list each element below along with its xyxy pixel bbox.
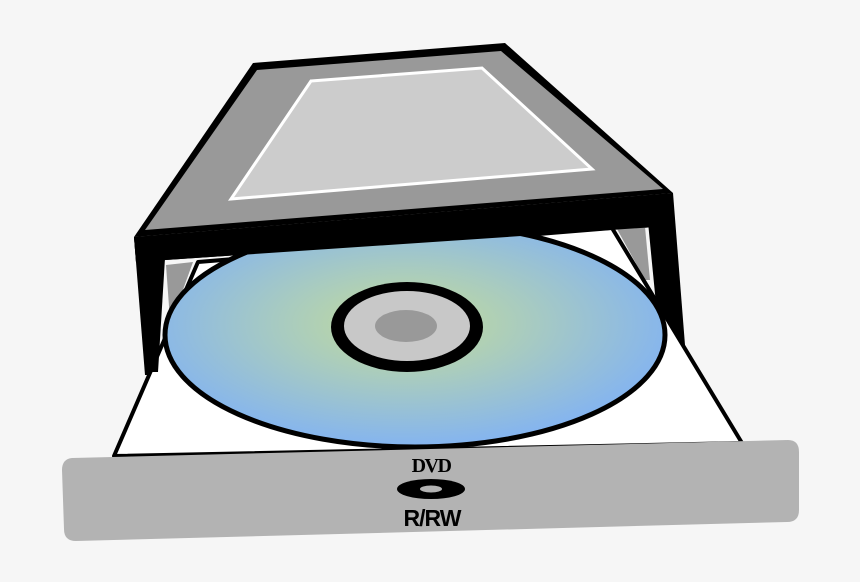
drive-left-leg-overlay xyxy=(136,240,165,372)
drive-top-panel xyxy=(227,66,596,201)
drive-front-bar-overlay xyxy=(134,193,673,262)
drive-right-inner xyxy=(617,227,650,280)
logo-dvd-text: DVD xyxy=(412,455,452,477)
tray-front-panel[interactable]: DVD R/RW xyxy=(62,440,799,541)
disc-icon xyxy=(397,479,465,499)
dvd-disc[interactable] xyxy=(134,193,673,450)
disc-center-hole xyxy=(375,310,437,342)
drive-housing xyxy=(134,43,685,375)
logo-rrw-text: R/RW xyxy=(404,505,462,531)
